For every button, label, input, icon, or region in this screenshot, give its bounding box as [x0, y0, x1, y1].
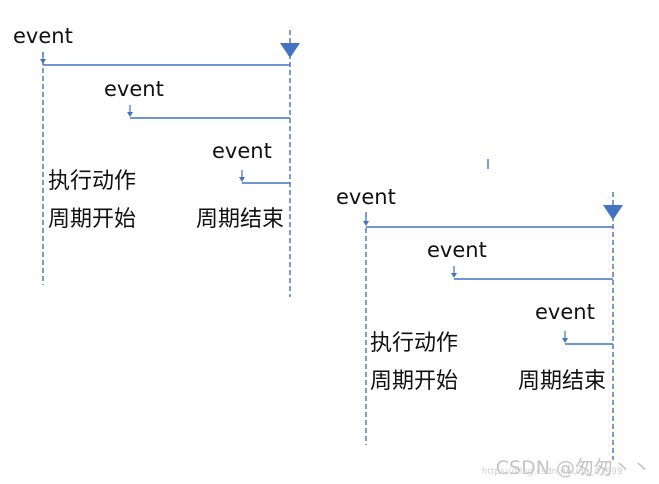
right-period-end-marker [603, 205, 623, 220]
watermark: https://blog.csdn.net/qq_41999 CSDN @匆匆丶… [482, 457, 651, 479]
left-event-3-label: event [212, 139, 272, 163]
right-event-1-arrow [363, 221, 369, 226]
right-action-label: 执行动作 [370, 331, 459, 356]
right-event-3-label: event [535, 300, 595, 324]
left-action-label: 执行动作 [48, 169, 137, 194]
left-period-end-marker [280, 43, 300, 58]
left-event-1-arrow [40, 59, 46, 64]
right-period-end-label: 周期结束 [518, 369, 607, 394]
right-event-1-label: event [336, 185, 396, 209]
watermark-url: https://blog.csdn.net/qq_41999 [481, 467, 623, 477]
right-event-3-arrow [562, 338, 568, 343]
left-cycle-group [40, 30, 300, 297]
right-event-2-label: event [427, 238, 487, 262]
watermark-brand: CSDN @匆匆丶丶 [495, 457, 651, 479]
right-cycle-group [363, 192, 623, 460]
left-event-3-arrow [239, 177, 245, 182]
right-period-start-label: 周期开始 [370, 369, 459, 394]
left-event-2-arrow [127, 112, 133, 117]
right-event-2-arrow [451, 273, 457, 278]
left-event-1-label: event [13, 24, 73, 48]
left-period-end-label: 周期结束 [196, 207, 285, 232]
left-event-2-label: event [104, 77, 164, 101]
left-period-start-label: 周期开始 [48, 207, 137, 232]
